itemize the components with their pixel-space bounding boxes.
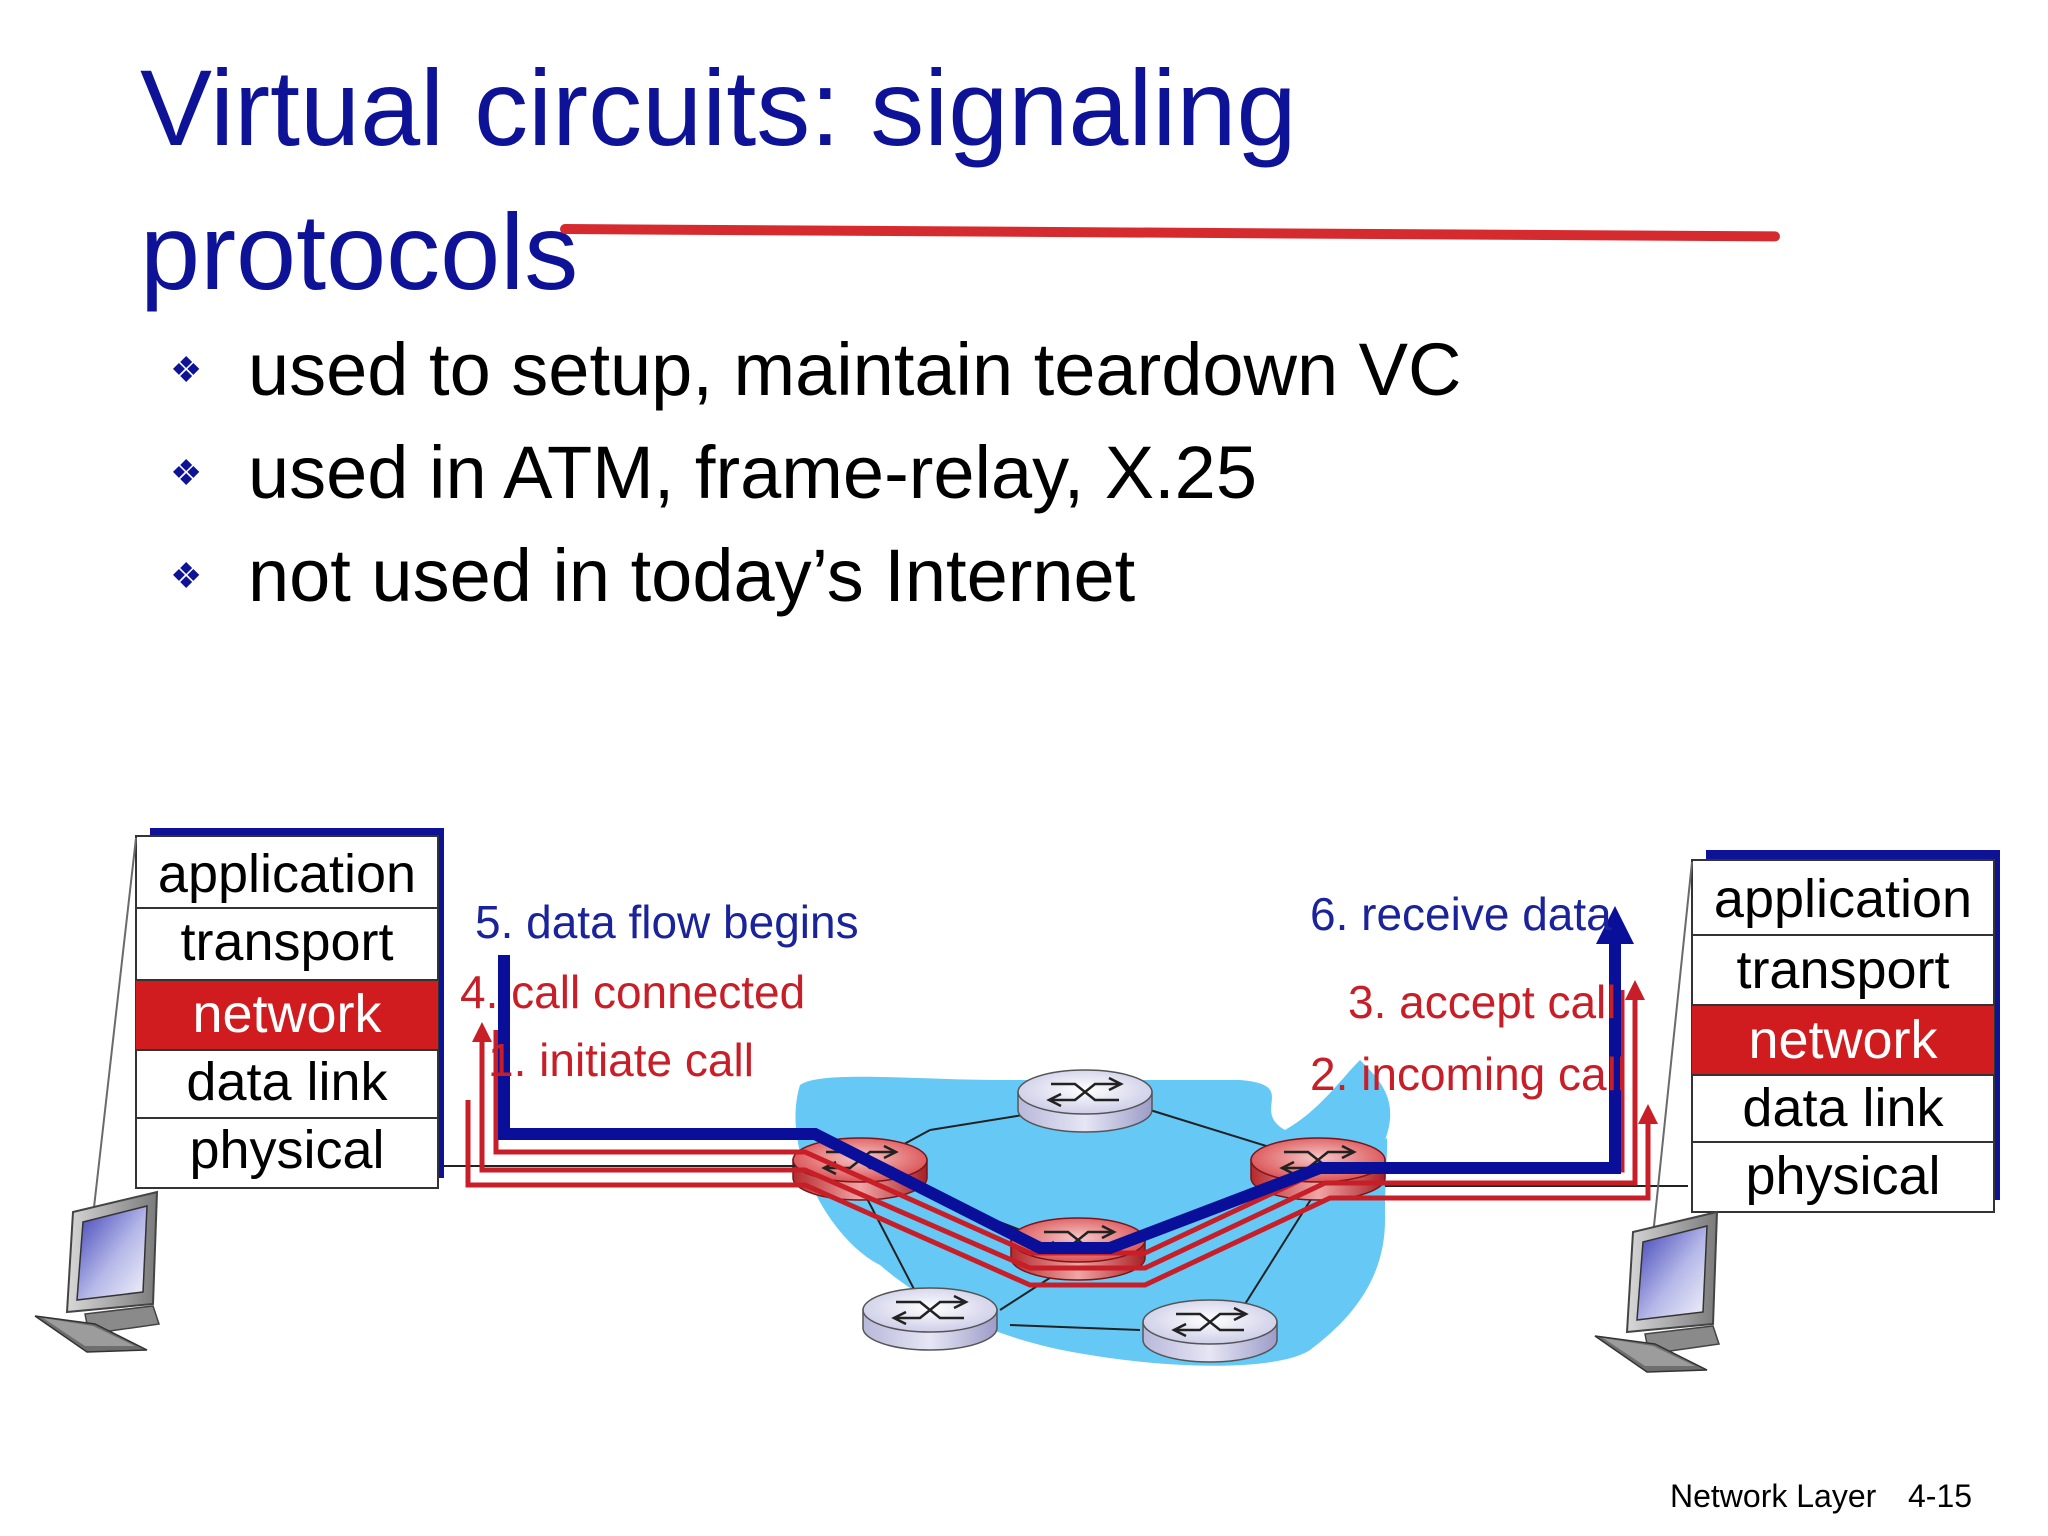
bullet-item: ❖ used in ATM, frame-relay, X.25: [170, 421, 1461, 524]
layer-data-link: data link: [1742, 1078, 1944, 1138]
layer-transport: transport: [180, 912, 393, 972]
step-3-label: 3. accept call: [1348, 976, 1616, 1028]
router-icon: [1017, 1069, 1153, 1133]
host-computer-icon: [34, 1190, 160, 1353]
protocol-stack-right: application transport network data link …: [1691, 850, 2000, 1213]
bullet-item: ❖ used to setup, maintain teardown VC: [170, 318, 1461, 421]
layer-physical: physical: [189, 1120, 384, 1180]
layer-data-link: data link: [186, 1052, 388, 1112]
slide-title: Virtual circuits: signaling protocols: [140, 47, 1297, 312]
layer-application: application: [158, 844, 416, 904]
bullet-item: ❖ not used in today’s Internet: [170, 524, 1461, 627]
layer-application: application: [1714, 869, 1972, 929]
bullet-list: ❖ used to setup, maintain teardown VC ❖ …: [170, 318, 1461, 627]
footer-section-label: Network Layer: [1670, 1478, 1877, 1514]
arrow-up-icon: [1596, 906, 1634, 944]
diamond-bullet-icon: ❖: [170, 451, 203, 493]
arrow-up-icon: [472, 980, 1658, 1124]
router-icon: [862, 1287, 998, 1351]
leader-line: [1651, 861, 1693, 1246]
step-1-label: 1. initiate call: [488, 1034, 754, 1086]
step-6-label: 6. receive data: [1310, 888, 1612, 940]
data-flow-path: [498, 940, 1621, 1254]
protocol-stack-left: application transport network data link …: [135, 828, 444, 1189]
layer-transport: transport: [1736, 940, 1949, 1000]
step-5-label: 5. data flow begins: [475, 896, 859, 948]
bullet-text: not used in today’s Internet: [248, 534, 1136, 617]
layer-network: network: [192, 984, 382, 1044]
bullet-text: used in ATM, frame-relay, X.25: [248, 431, 1257, 514]
layer-network: network: [1748, 1010, 1938, 1070]
step-2-label: 2. incoming call: [1310, 1048, 1627, 1100]
diamond-bullet-icon: ❖: [170, 348, 203, 390]
router-icon: [1142, 1299, 1278, 1363]
footer-page-number: 4-15: [1908, 1478, 1973, 1514]
step-4-label: 4. call connected: [460, 966, 805, 1018]
leader-line: [91, 837, 137, 1226]
host-computer-icon: [1594, 1210, 1720, 1373]
bullet-text: used to setup, maintain teardown VC: [248, 328, 1462, 411]
layer-physical: physical: [1745, 1146, 1940, 1206]
diamond-bullet-icon: ❖: [170, 554, 203, 596]
